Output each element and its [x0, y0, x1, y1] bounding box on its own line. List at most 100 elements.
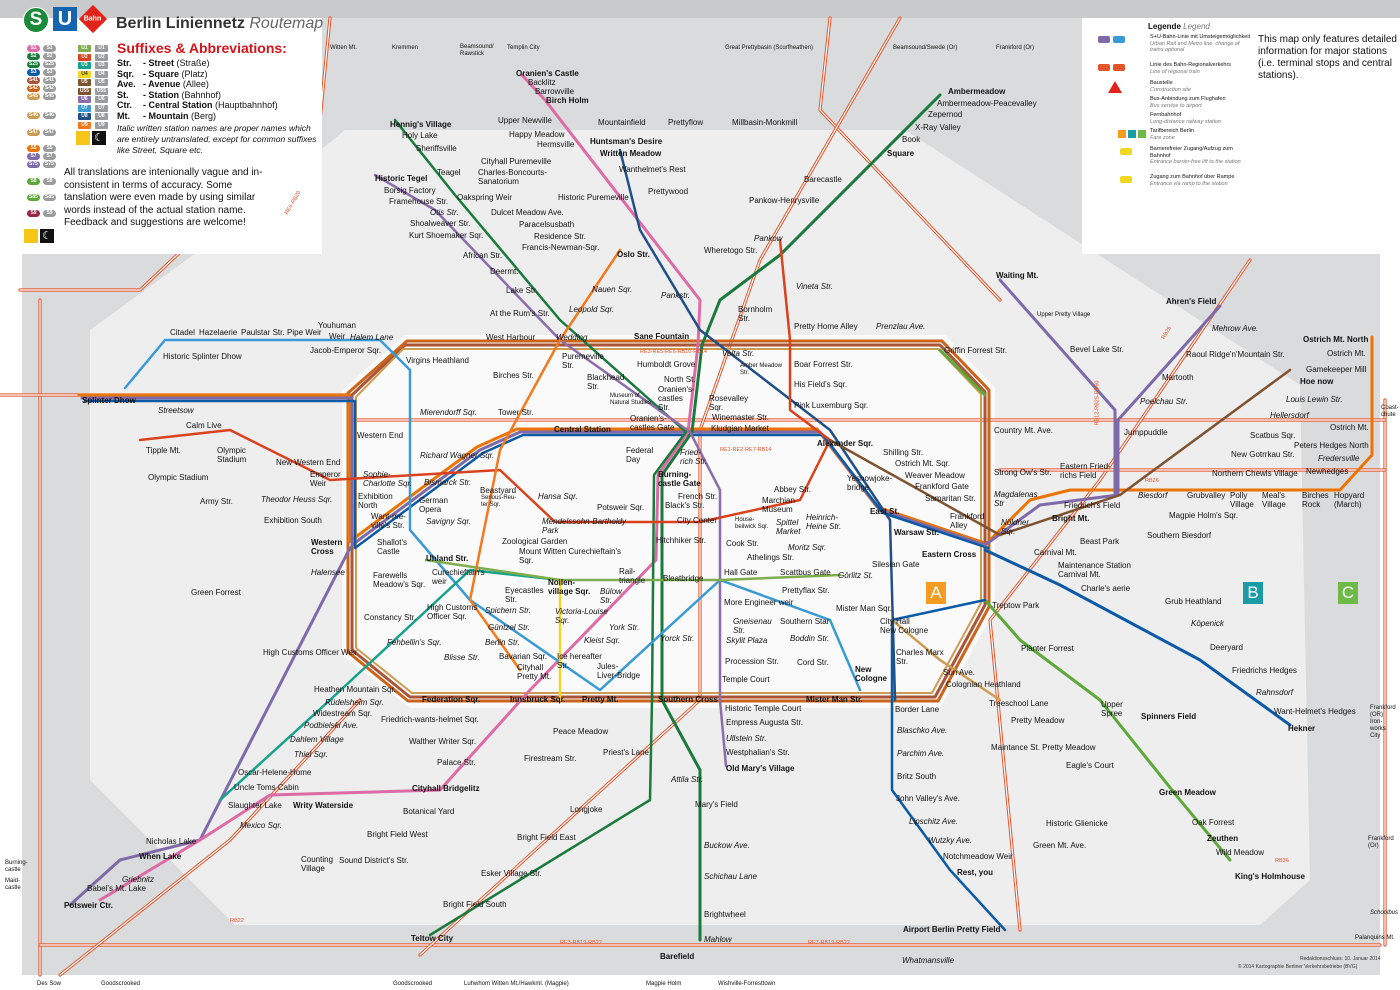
station-label: Teagel: [437, 168, 461, 177]
station-label: Mahlow: [704, 935, 732, 944]
abbreviation-item: Mt.- Mountain (Berg): [117, 111, 216, 121]
station-label: Farewells Meadow's Sqr.: [373, 571, 426, 589]
station-label: Lipschitz Ave.: [909, 817, 958, 826]
abbreviation-original: (Hauptbahnhof): [215, 100, 278, 110]
abbreviation: Ctr.: [117, 100, 133, 110]
station-label: Upper Spree: [1101, 700, 1123, 718]
line-u3: [218, 568, 562, 802]
station-label: Plänter Forrest: [1021, 644, 1074, 653]
translation-note: All translations are intenionally vague …: [64, 167, 263, 228]
station-label: Volta Str.: [722, 349, 755, 358]
station-label: Tower Str.: [498, 408, 534, 417]
s-line-badge: S47: [27, 129, 40, 136]
line-s85: [983, 598, 1232, 862]
s-line-badge: S8: [43, 178, 56, 185]
station-label: City Center: [677, 516, 718, 525]
major-station-label: Spinners Field: [1141, 712, 1197, 721]
station-label: Luhwhom Witten Mt./Hawkml. (Magpie): [464, 981, 569, 987]
station-label: Mary's Field: [695, 800, 738, 809]
station-label: Heathen Mountain Sqr.: [314, 685, 396, 694]
station-label: Mierendorff Sqr.: [420, 408, 478, 417]
legend-item-de: Fernbahnhof: [1150, 112, 1182, 118]
station-label: Backlitz: [528, 78, 556, 87]
major-station-label: Sane Fountain: [634, 332, 690, 341]
s-line-badge: S1: [43, 45, 56, 52]
station-label: Scattbus Gate: [780, 568, 831, 577]
major-station-label: Eastern Cross: [922, 550, 977, 559]
station-label: Beamsound/Swede (Or): [893, 45, 958, 51]
station-label: Francis-Newman-Sqr.: [522, 243, 600, 252]
station-label: Puremeville Str.: [562, 352, 604, 370]
major-station-label: Oranien's Castle: [516, 69, 579, 78]
top-band: [0, 0, 1400, 18]
station-label: German Opera: [419, 496, 448, 514]
station-label: Marchian Museum: [762, 496, 795, 514]
abbreviation: Str.: [117, 58, 132, 68]
italic-note: Italic written station names are proper …: [117, 123, 317, 155]
station-label: Amber Meadow Str.: [740, 363, 783, 376]
station-label: Savigny Sqr.: [426, 517, 472, 526]
station-label: At the Rum's Str.: [490, 309, 550, 318]
station-label: Peace Meadow: [553, 727, 609, 736]
fare-zone-swatch: [1118, 130, 1126, 138]
major-station-label: Ahren's Field: [1166, 297, 1217, 306]
regional-line-label: RB12-RB25-RB60: [1094, 380, 1101, 426]
station-label: Ullstein Str.: [726, 734, 767, 743]
station-label: Border Lane: [895, 705, 940, 714]
u-line-badge: U2: [95, 53, 108, 61]
major-station-label: Western Cross: [311, 538, 343, 556]
s-line-badge: S41: [43, 77, 56, 84]
station-label: Treptow Park: [992, 601, 1040, 610]
legend-swatch: [1098, 64, 1110, 71]
s-line-badge: S3: [27, 69, 40, 76]
s-line-badge: S85: [27, 194, 40, 201]
station-label: West Harbour: [486, 333, 536, 342]
s-line-badge: S46: [27, 112, 40, 119]
line-s5-east: [983, 335, 1374, 547]
station-label: Heinrich- Heine Str.: [806, 513, 842, 531]
major-station-label: Oslo Str.: [617, 250, 650, 259]
station-label: Parchim Ave.: [897, 749, 945, 758]
station-label: Pankow-Henrysville: [749, 196, 820, 205]
station-label: Gneisenau Str.: [733, 617, 772, 635]
station-label: Beamsound/ Rawstick: [460, 44, 494, 57]
major-station-label: King's Holmhouse: [1235, 872, 1305, 881]
major-station-label: Burning- castle Gate: [658, 470, 701, 488]
station-label: Spittel Market: [776, 518, 801, 536]
station-label: Borsig Factory: [384, 186, 436, 195]
station-label: Silesian Gate: [872, 560, 920, 569]
station-label: Sun Ave.: [943, 668, 975, 677]
station-label: Millbasin-Monkmill: [732, 118, 798, 127]
station-label: Western End: [357, 431, 404, 440]
fare-zone-swatch: [1138, 130, 1146, 138]
u-line-badge: U4: [78, 70, 91, 78]
line-s3-east: [983, 548, 1292, 727]
station-label: Humboldt Grove: [637, 360, 696, 369]
legend-item-en: Bus service to airport: [1150, 102, 1202, 109]
regional-line-label: RE3-RE5-RE6-RB10-RB14: [640, 349, 707, 355]
station-label: Oranien's- castles Gate: [630, 414, 675, 432]
station-label: Virgins Heathland: [406, 356, 470, 365]
legend-item-de: Bus-Anbindung zum Flughafen: [1150, 96, 1226, 102]
major-station-label: Ambermeadow: [948, 87, 1006, 96]
abbreviation-original: (Allee): [182, 79, 209, 89]
station-label: Eyecastles Str.: [505, 586, 544, 604]
s-line-badge: S5: [27, 145, 40, 152]
station-label: Holy Lake: [402, 131, 438, 140]
station-label: High Customs Officer Sqr.: [427, 603, 478, 621]
station-label: Goodscrooked: [393, 981, 433, 987]
station-label: Mehrow Ave.: [1212, 324, 1259, 333]
station-label: Winemaster Str.: [712, 413, 769, 422]
station-label: Shilling Str.: [883, 448, 924, 457]
station-label: Upper Newville: [498, 116, 552, 125]
abbreviation-item: Ctr.- Central Station (Hauptbahnhof): [117, 100, 278, 110]
major-station-label: Pretty Mt.: [582, 695, 619, 704]
station-label: Wutzky Ave.: [928, 836, 973, 845]
legend-item-de: Linie des Bahn-Regionalverkehrs: [1150, 62, 1232, 68]
station-label: Louis Lewin Str.: [1286, 395, 1343, 404]
station-label: Jules- Liver-Bridge: [597, 662, 641, 680]
major-station-label: Zeuthen: [1207, 834, 1239, 843]
station-label: Prettyflow: [668, 118, 704, 127]
u-line-badge: U6: [78, 96, 91, 103]
